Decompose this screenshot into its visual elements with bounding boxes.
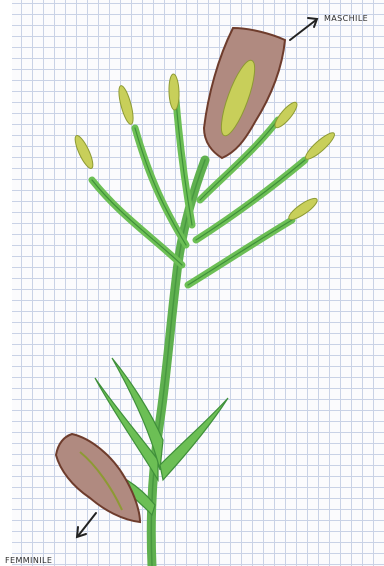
arrow-female xyxy=(77,513,96,537)
male-flower xyxy=(204,28,285,158)
plant-stem xyxy=(151,160,205,566)
female-ear xyxy=(56,434,140,522)
arrow-male xyxy=(290,18,317,40)
male-label: MASCHILE xyxy=(324,14,368,23)
female-label: FEMMINILE xyxy=(5,556,52,565)
